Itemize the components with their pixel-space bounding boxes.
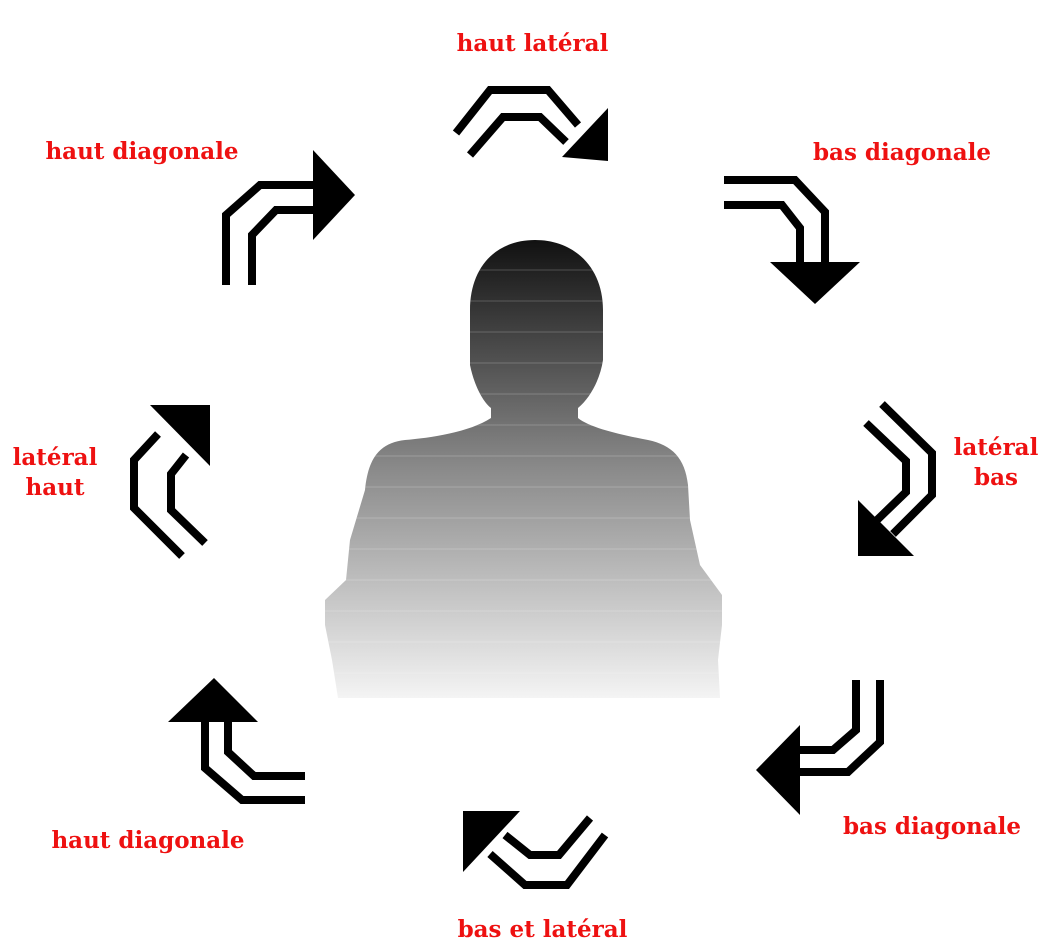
person-silhouette-icon [325,240,722,698]
label-top-right: bas diagonale [790,138,1014,168]
arrow-top-left-icon [222,150,355,285]
label-right: latéral bas [946,433,1044,493]
label-left-line-1: latéral [12,444,98,471]
arrow-bottom-left-icon [168,678,305,804]
label-bottom-right: bas diagonale [822,812,1042,842]
arrow-bottom-icon [463,811,609,889]
arrow-top-icon [452,86,608,161]
label-top-right-line-1: bas diagonale [812,139,992,166]
label-right-line-1: latéral [953,434,1039,461]
arrow-bottom-right-icon [756,680,884,815]
label-bottom-right-line-1: bas diagonale [842,813,1022,840]
label-bottom-line-1: bas et latéral [457,916,628,943]
label-top-left: haut diagonale [22,137,262,167]
label-left-line-2: haut [25,474,85,501]
label-bottom-left-line-1: haut diagonale [51,827,245,854]
arrow-top-right-icon [724,176,860,304]
arrow-left-icon [130,405,210,559]
label-right-line-2: bas [974,464,1018,491]
label-top-left-line-1: haut diagonale [45,138,239,165]
label-top-line-1: haut latéral [456,30,609,57]
arrow-right-icon [858,401,936,556]
label-left: latéral haut [0,443,110,503]
label-bottom: bas et latéral [420,915,665,945]
label-bottom-left: haut diagonale [28,826,268,856]
label-top: haut latéral [420,29,645,59]
